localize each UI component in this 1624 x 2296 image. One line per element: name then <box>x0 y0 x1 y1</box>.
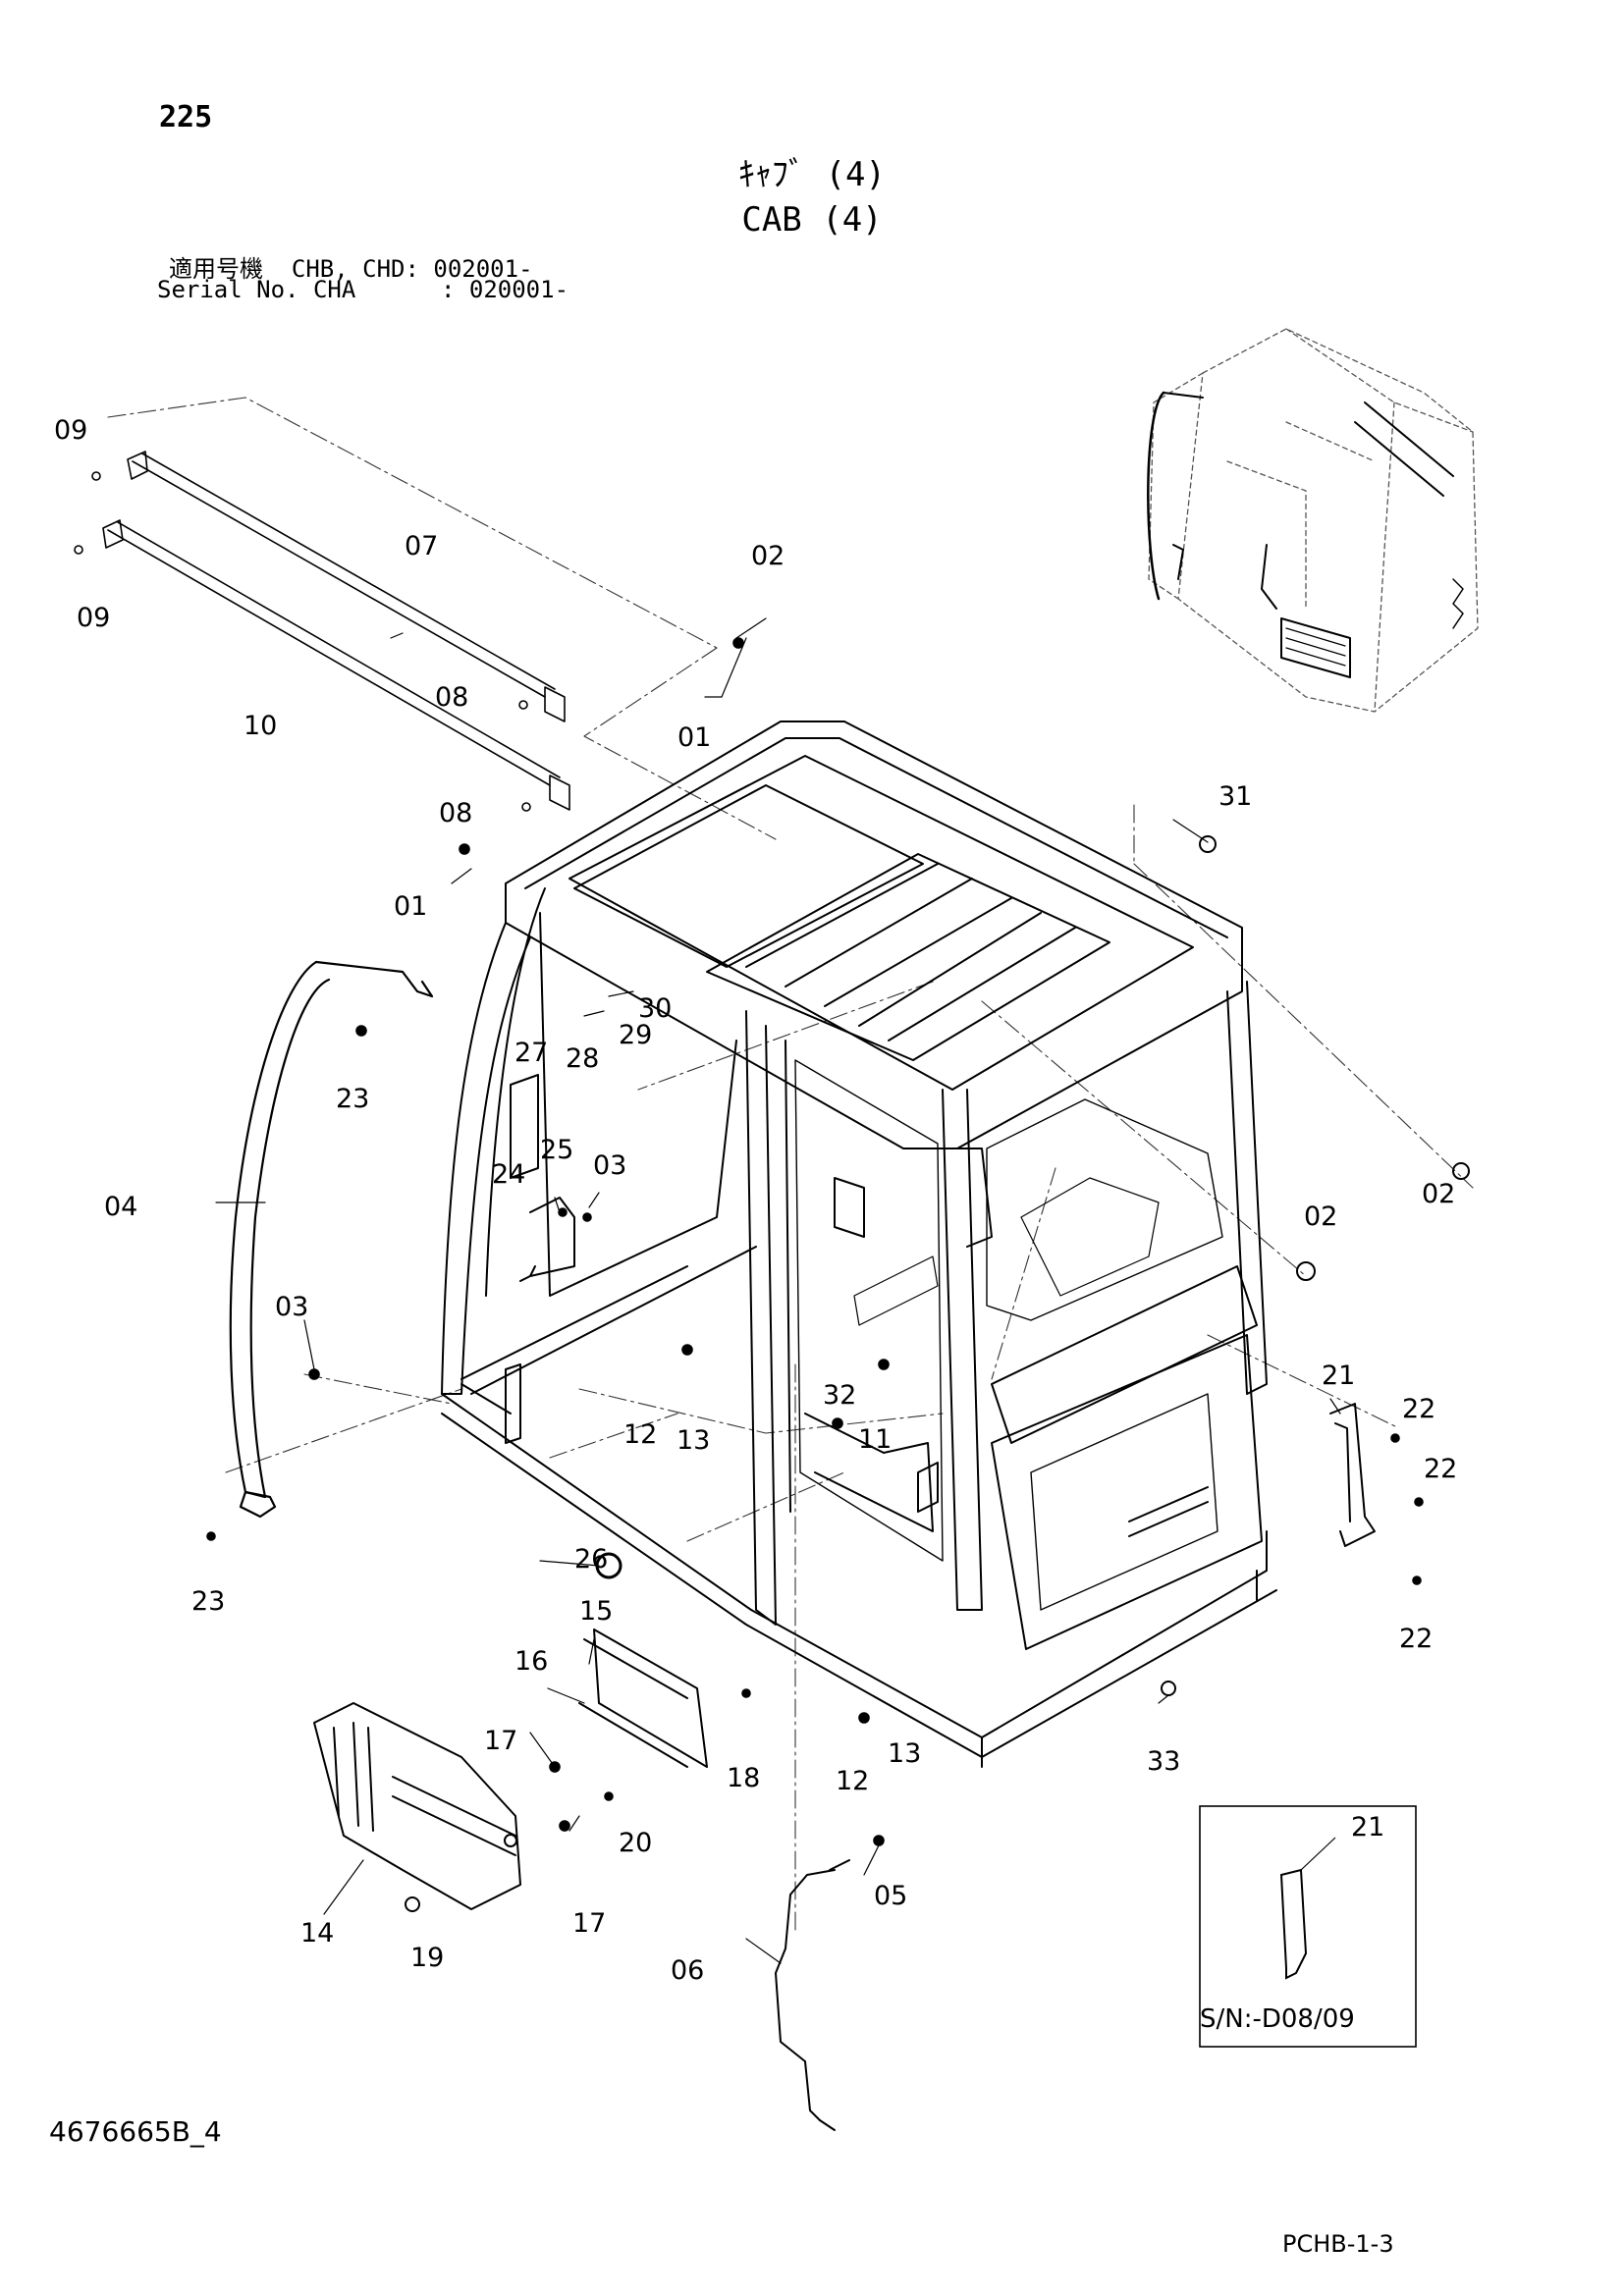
inset-part-label: 21 <box>1351 1812 1384 1842</box>
part-callout-c-13b: 13 <box>888 1738 921 1769</box>
part-callout-c-27: 27 <box>514 1038 548 1068</box>
part-callout-c-03a: 03 <box>593 1150 626 1181</box>
part-callout-c-01b: 01 <box>394 891 427 922</box>
part-callout-c-17b: 17 <box>572 1908 606 1939</box>
page-number: 225 <box>159 100 213 134</box>
part-callout-c-32: 32 <box>823 1380 856 1411</box>
part-callout-c-22b: 22 <box>1424 1454 1457 1484</box>
part-callout-c-23a: 23 <box>336 1084 369 1114</box>
part-callout-c-15: 15 <box>579 1596 613 1627</box>
part-callout-c-05: 05 <box>874 1881 907 1911</box>
part-callout-c-01a: 01 <box>677 722 711 753</box>
part-callout-c-26: 26 <box>574 1544 608 1575</box>
part-callout-c-31: 31 <box>1218 781 1252 812</box>
part-callout-c-21: 21 <box>1322 1361 1355 1391</box>
window-seal <box>578 1629 708 1768</box>
part-callout-c-02b: 02 <box>1304 1201 1337 1232</box>
callout-leaders <box>215 617 1341 1964</box>
part-callout-c-13a: 13 <box>677 1425 710 1456</box>
cab-frame <box>441 721 1277 1768</box>
page-title: CAB (4) <box>741 200 883 240</box>
part-callout-c-02c: 02 <box>1422 1179 1455 1209</box>
wire-harness <box>775 1859 850 2131</box>
part-callout-c-19: 19 <box>410 1943 444 1973</box>
serial-inset-box: 21 S/N:-D08/09 <box>1199 1805 1417 2048</box>
part-callout-c-14: 14 <box>300 1918 334 1949</box>
part-callout-c-29: 29 <box>619 1020 652 1050</box>
part-callout-c-22c: 22 <box>1399 1624 1433 1654</box>
part-callout-c-17a: 17 <box>484 1726 517 1756</box>
part-callout-c-12b: 12 <box>836 1766 869 1796</box>
part-callout-c-09b: 09 <box>77 603 110 633</box>
part-callout-c-09a: 09 <box>54 415 87 446</box>
part-callout-c-06: 06 <box>671 1955 704 1986</box>
reference-thumbnail <box>1147 328 1479 713</box>
front-cover <box>313 1702 521 1910</box>
part-callout-c-07: 07 <box>405 531 438 561</box>
assembly-leader-lines <box>107 397 1474 1935</box>
part-callout-c-20: 20 <box>619 1828 652 1858</box>
part-callout-c-04: 04 <box>104 1192 137 1222</box>
part-callout-c-22a: 22 <box>1402 1394 1435 1424</box>
part-callout-c-16: 16 <box>514 1646 548 1677</box>
part-callout-c-03b: 03 <box>275 1292 308 1322</box>
page-title-japanese: ｷｬﾌﾞ (4) <box>738 155 886 194</box>
grab-handle <box>519 1197 575 1282</box>
part-callout-c-12a: 12 <box>623 1419 657 1450</box>
part-callout-c-11: 11 <box>858 1424 892 1455</box>
roof-rails <box>74 451 570 812</box>
part-callout-c-25: 25 <box>540 1135 573 1165</box>
part-callout-c-08b: 08 <box>439 798 472 828</box>
sheet-code: PCHB-1-3 <box>1282 2230 1394 2258</box>
part-callout-c-18: 18 <box>727 1763 760 1793</box>
serial-applicability-line-2: Serial No. CHA : 020001- <box>157 276 569 303</box>
serial-applicability-line-1: 適用号機 CHB, CHD: 002001- <box>169 255 533 283</box>
fasteners <box>206 637 1470 1912</box>
mounting-bracket <box>1329 1403 1376 1547</box>
part-callout-c-28: 28 <box>566 1043 599 1074</box>
part-callout-c-08a: 08 <box>435 682 468 713</box>
part-callout-c-24: 24 <box>492 1159 525 1190</box>
part-callout-c-23b: 23 <box>191 1586 225 1617</box>
part-callout-c-10: 10 <box>244 711 277 741</box>
part-callout-c-30: 30 <box>638 993 672 1024</box>
handrail <box>229 960 434 1519</box>
drawing-number: 4676665B_4 <box>49 2115 222 2148</box>
part-callout-c-33: 33 <box>1147 1746 1180 1777</box>
part-callout-c-02a: 02 <box>751 541 785 571</box>
inset-caption: S/N:-D08/09 <box>1200 2004 1355 2034</box>
